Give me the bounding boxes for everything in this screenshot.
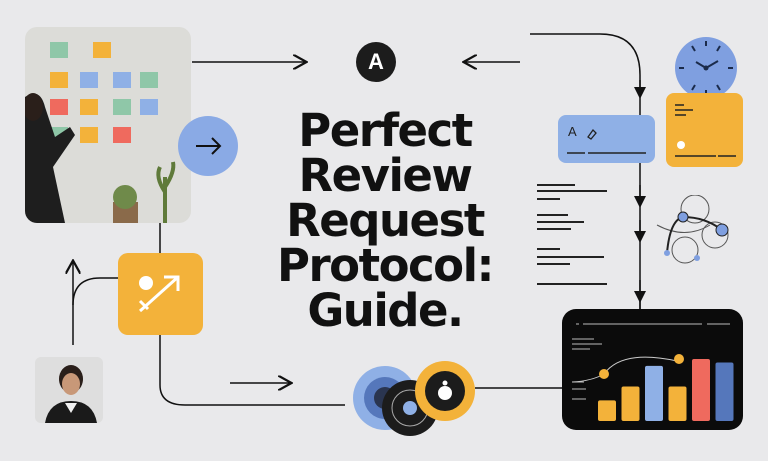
brand-logo: A (356, 42, 396, 82)
share-card[interactable] (118, 253, 203, 335)
text-lines-decoration (537, 184, 607, 285)
chart-bar (621, 386, 640, 421)
title-line: Guide. (307, 284, 464, 337)
title-line: Review (298, 149, 473, 202)
arrow-right-icon (196, 137, 222, 155)
edit-icon (567, 128, 646, 154)
person-silhouette (25, 93, 75, 223)
chart-bar (715, 362, 734, 421)
form-card-label: A (568, 124, 577, 139)
expand-arrow-icon (138, 275, 180, 313)
target-circles-icon (353, 361, 475, 436)
bar-series (598, 359, 734, 421)
dashboard-chart-panel (562, 309, 743, 430)
chart-bar (645, 365, 663, 421)
page-title: Perfect Review Request Protocol: Guide. (230, 108, 540, 333)
form-card: A (558, 115, 655, 163)
chart-bar (668, 386, 687, 421)
flow-line-bottom (159, 222, 345, 406)
flow-line-right (530, 33, 641, 310)
document-card (666, 93, 743, 167)
title-line: Protocol: (276, 239, 495, 292)
sticky-notes-photo (25, 27, 191, 223)
next-arrow-button[interactable] (178, 116, 238, 176)
title-line: Request (286, 194, 485, 247)
avatar (35, 357, 103, 423)
network-diagram-icon (656, 195, 729, 264)
title-line: Perfect (298, 104, 473, 157)
chart-bar (692, 359, 710, 421)
chart-bar (598, 400, 616, 421)
sticky-notes-illustration (25, 42, 176, 223)
clock-icon (675, 37, 737, 99)
